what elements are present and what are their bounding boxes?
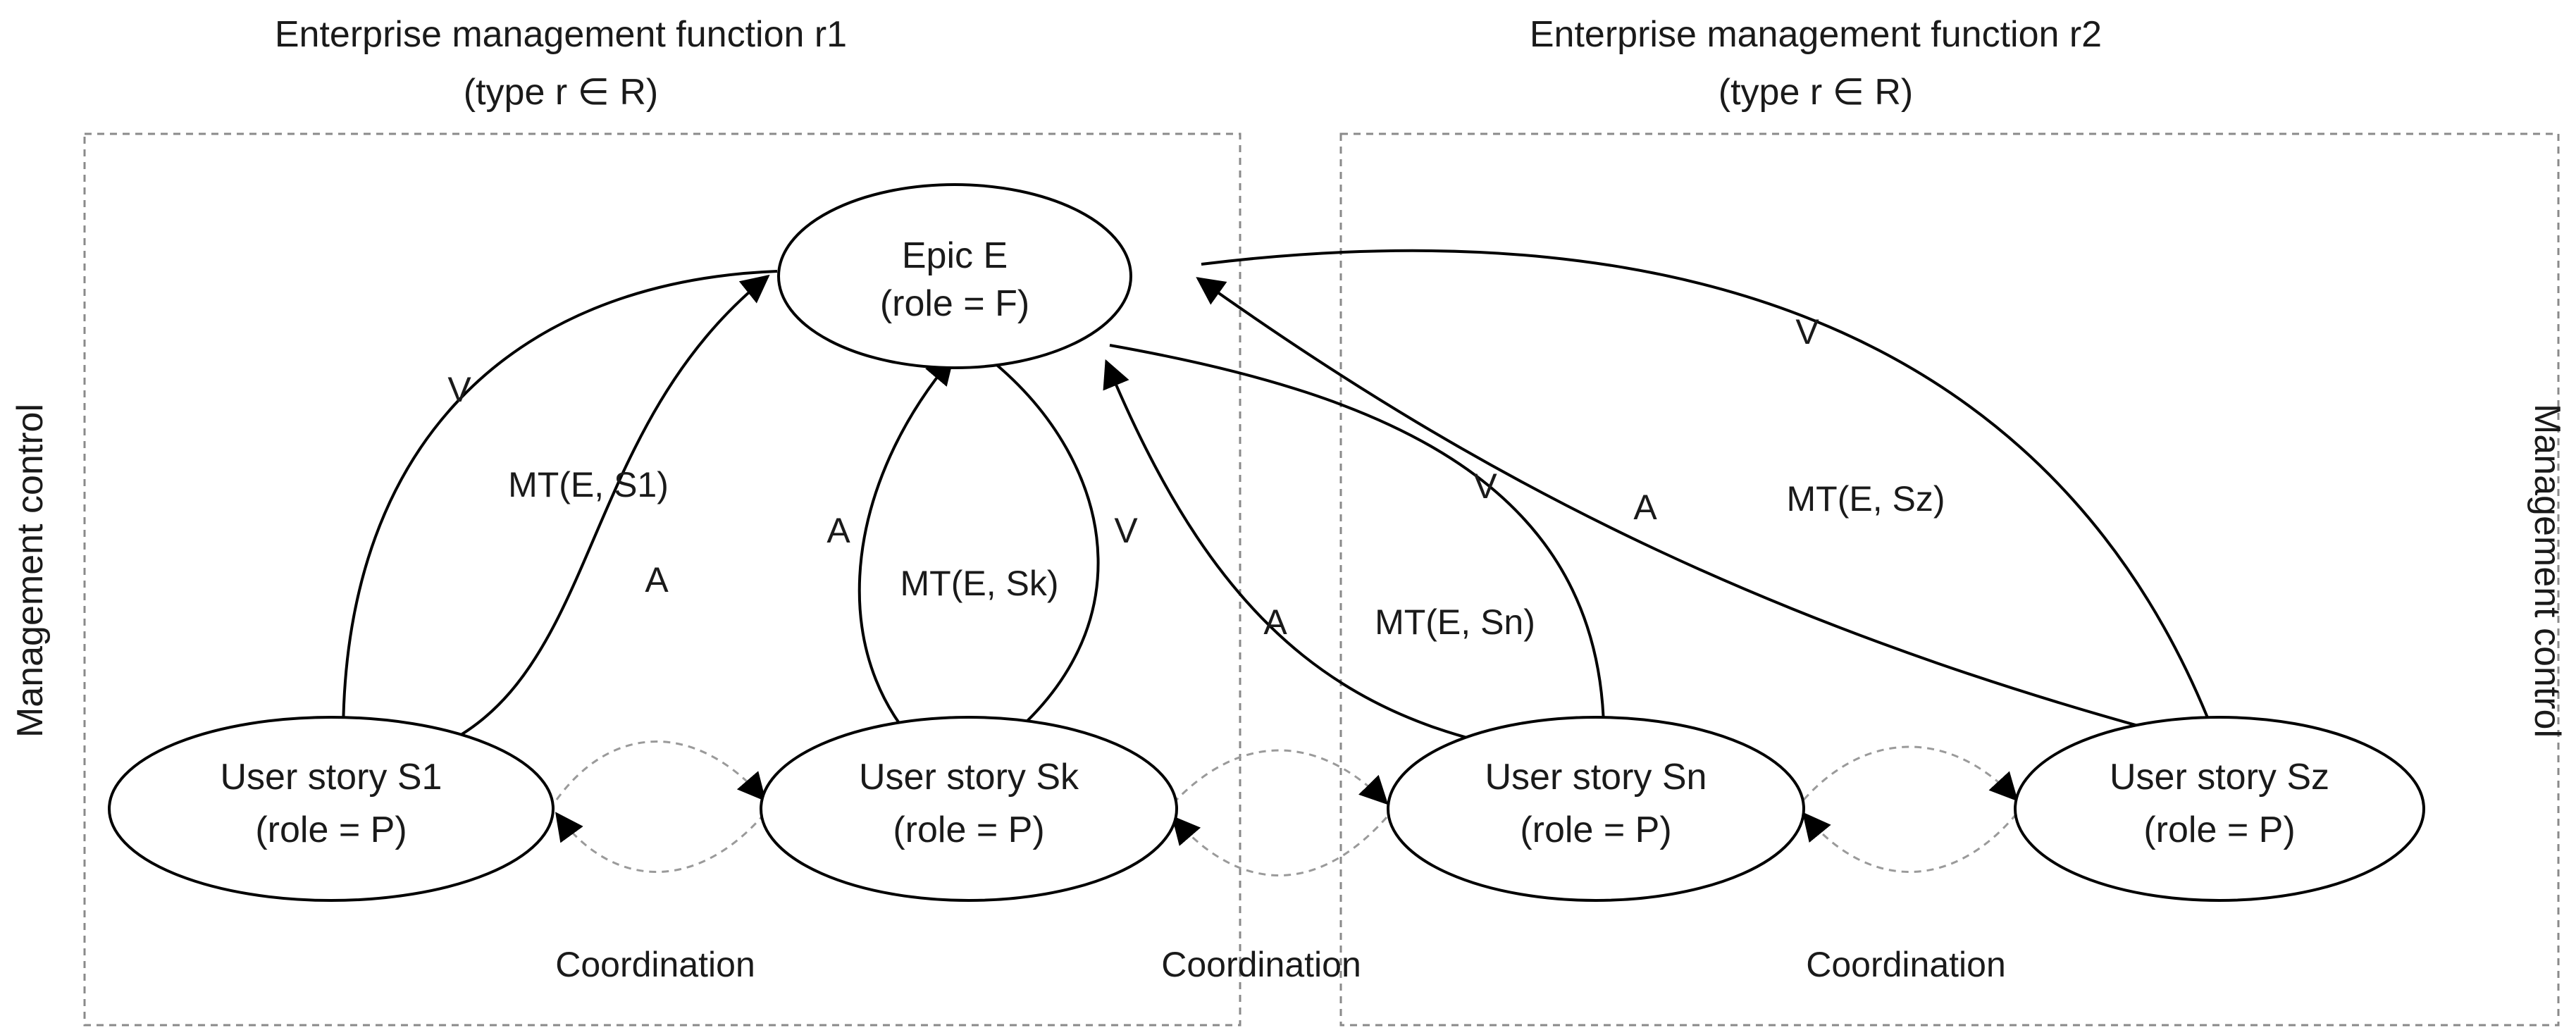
frame-r1 — [83, 132, 1241, 1027]
edge-epic-to-sn-v — [1109, 344, 1619, 771]
node-user-story-sk: User story Sk (role = P) — [760, 716, 1178, 902]
node-sn-line1: User story Sn — [1485, 757, 1707, 798]
node-sk-line1: User story Sk — [859, 757, 1079, 798]
edge-sk-to-epic-a — [857, 356, 955, 766]
edge-epic-to-sk-v — [965, 358, 1100, 769]
edge-label-a-sn: A — [1263, 602, 1287, 642]
edge-label-a-sk: A — [826, 511, 850, 550]
node-sz-line2: (role = P) — [2143, 810, 2295, 850]
edge-label-v-s1: V — [447, 370, 471, 409]
node-epic-e-line1: Epic E — [902, 235, 1008, 276]
edge-label-v-sz: V — [1795, 312, 1819, 352]
node-sz-line1: User story Sz — [2110, 757, 2329, 798]
frame-r1-subtitle: (type r ∈ R) — [464, 72, 658, 113]
edge-label-v-sn: V — [1473, 466, 1497, 506]
coord-arc-s1-sk-top — [555, 740, 767, 802]
frame-r2-title: Enterprise management function r2 — [1530, 14, 2102, 55]
node-sn-line2: (role = P) — [1520, 810, 1671, 850]
node-s1-line2: (role = P) — [255, 810, 407, 850]
edge-label-a-s1: A — [645, 560, 669, 600]
edge-epic-to-s1-v — [328, 270, 778, 771]
node-user-story-s1: User story S1 (role = P) — [108, 716, 555, 902]
edge-label-a-sz: A — [1633, 488, 1657, 527]
coordination-label-3: Coordination — [1806, 945, 2006, 984]
edge-sn-to-epic-a — [1103, 359, 1604, 762]
node-user-story-sz: User story Sz (role = P) — [2014, 716, 2425, 902]
management-control-left: Management control — [10, 404, 51, 738]
coord-arc-sn-sz-top — [1802, 745, 2019, 802]
edge-label-mt-s1: MT(E, S1) — [508, 465, 669, 504]
coord-arc-sk-sn-top — [1172, 749, 1389, 805]
edge-label-v-sk: V — [1114, 511, 1138, 550]
frame-r2-subtitle: (type r ∈ R) — [1719, 72, 1913, 113]
coord-arc-sk-sn-bottom — [1171, 815, 1388, 876]
node-s1-line1: User story S1 — [221, 757, 442, 798]
node-epic-e: Epic E (role = F) — [777, 183, 1132, 369]
node-epic-e-line2: (role = F) — [880, 283, 1029, 324]
coord-arc-sn-sz-bottom — [1802, 812, 2018, 873]
management-control-right: Management control — [2527, 404, 2568, 738]
coord-arc-s1-sk-bottom — [555, 812, 766, 873]
frame-r1-title: Enterprise management function r1 — [275, 14, 847, 55]
edge-s1-to-epic-a — [352, 274, 770, 769]
edge-label-mt-sk: MT(E, Sk) — [900, 564, 1059, 603]
node-sk-line2: (role = P) — [893, 810, 1044, 850]
coordination-label-2: Coordination — [1161, 945, 1361, 984]
coordination-label-1: Coordination — [555, 945, 755, 984]
edge-label-mt-sz: MT(E, Sz) — [1787, 479, 1945, 519]
frame-r2 — [1339, 132, 2560, 1027]
edge-label-mt-sn: MT(E, Sn) — [1375, 602, 1535, 642]
edge-sz-to-epic-a — [1196, 277, 2273, 762]
node-user-story-sn: User story Sn (role = P) — [1387, 716, 1805, 902]
edge-epic-to-sz-v — [1201, 249, 2231, 771]
